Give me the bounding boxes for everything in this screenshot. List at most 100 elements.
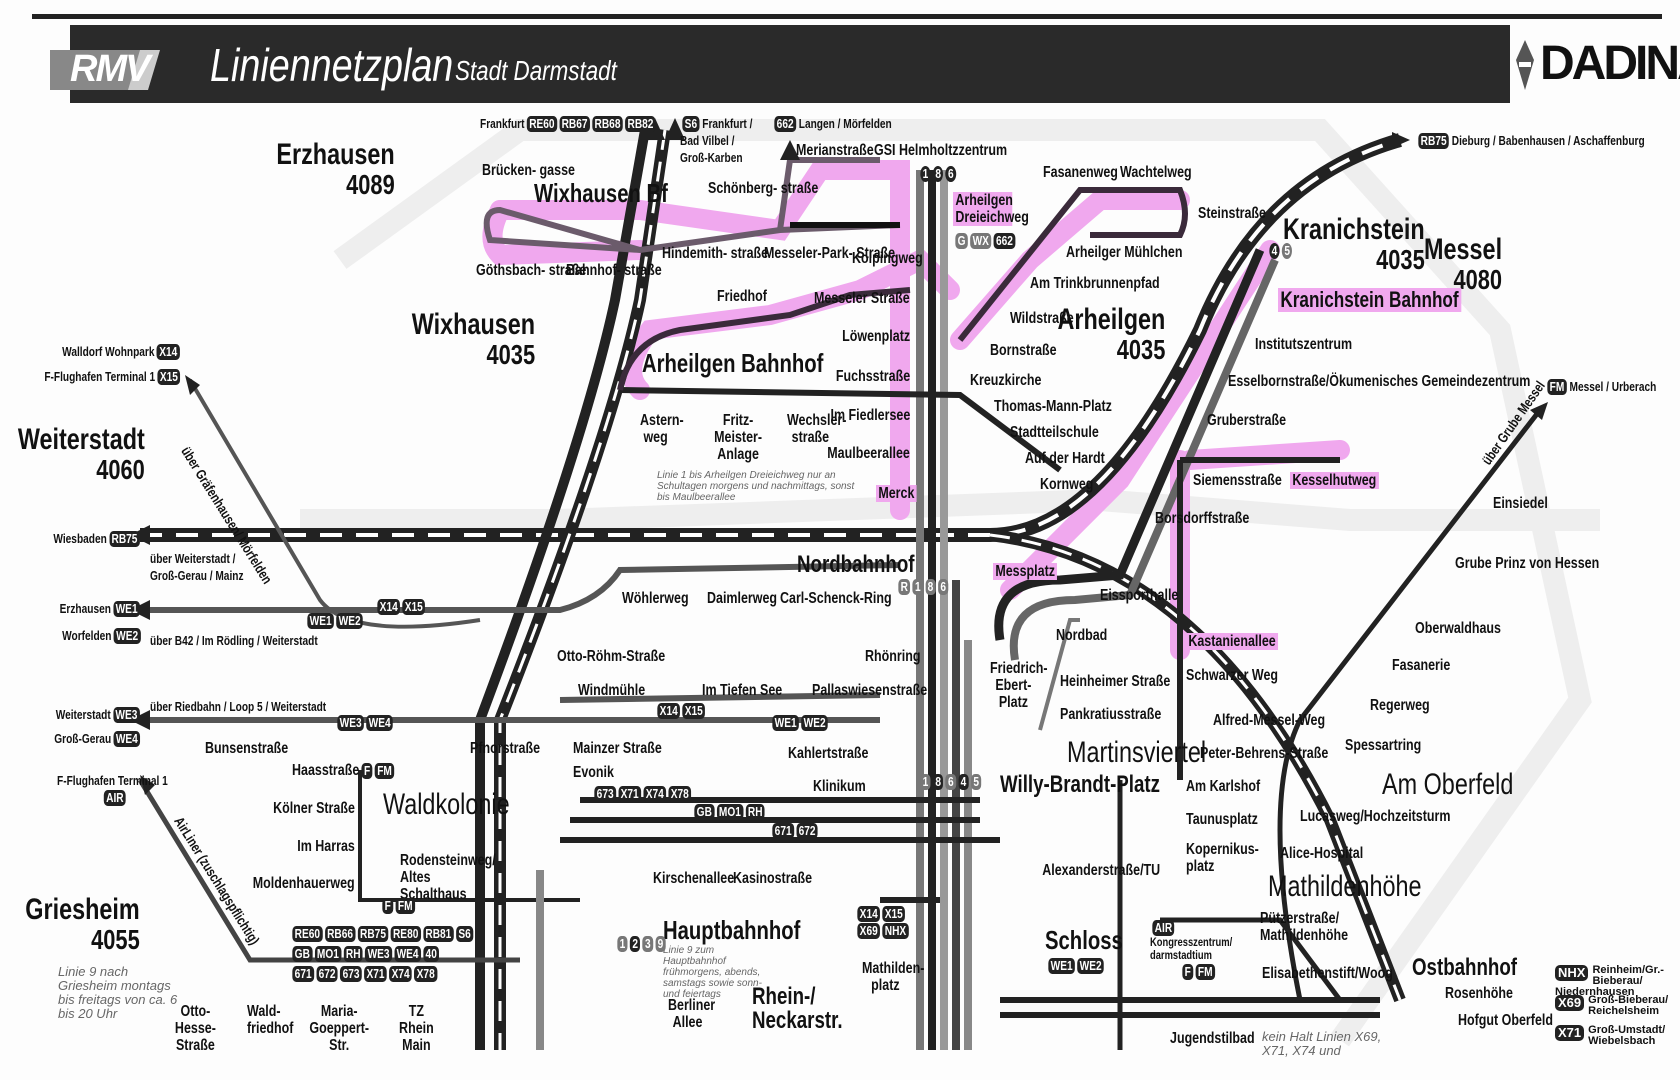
stop-waldfriedhof[interactable]: Wald- friedhof	[247, 1003, 294, 1037]
stop-friedrich-ebert[interactable]: Friedrich- Ebert- Platz	[990, 660, 1048, 711]
stop-trinkbrunnenpfad[interactable]: Am Trinkbrunnenpfad	[1030, 275, 1160, 292]
stop-messeler-strasse[interactable]: Messeler Straße	[814, 290, 910, 307]
stop-willy-brandt[interactable]: Willy-Brandt-Platz	[1000, 771, 1160, 798]
stop-im-harras[interactable]: Im Harras	[297, 838, 355, 855]
stop-gsi[interactable]: GSI Helmholtzzentrum	[874, 142, 1008, 159]
stop-asternweg[interactable]: Astern- weg	[640, 412, 684, 446]
stop-kranichstein-bahnhof[interactable]: Kranichstein Bahnhof	[1278, 288, 1461, 312]
stop-heinheimer[interactable]: Heinheimer Straße	[1060, 673, 1171, 690]
stop-oberwaldhaus[interactable]: Oberwaldhaus	[1415, 620, 1501, 637]
stop-institutszentrum[interactable]: Institutszentrum	[1255, 336, 1353, 353]
stop-daimlerweg[interactable]: Daimlerweg	[707, 590, 778, 607]
stop-borsdorffstrasse[interactable]: Borsdorffstraße	[1155, 510, 1250, 527]
stop-schloss[interactable]: Schloss	[1045, 925, 1123, 955]
stop-kornweg[interactable]: Kornweg	[1040, 476, 1094, 493]
stop-merianstrasse[interactable]: Merianstraße	[796, 142, 874, 159]
stop-loewenplatz[interactable]: Löwenplatz	[842, 328, 910, 345]
stop-woehlerweg[interactable]: Wöhlerweg	[622, 590, 689, 607]
stop-fritz-meister[interactable]: Fritz-Meister- Anlage	[714, 412, 763, 463]
stop-hofgut-oberfeld[interactable]: Hofgut Oberfeld	[1458, 1012, 1553, 1029]
stop-maria-goeppert[interactable]: Maria- Goeppert-Str.	[309, 1003, 370, 1054]
stop-maulbeerallee[interactable]: Maulbeerallee	[827, 445, 910, 462]
stop-einsiedel[interactable]: Einsiedel	[1493, 495, 1548, 512]
stop-siemensstrasse[interactable]: Siemensstraße	[1193, 472, 1282, 489]
stop-pankratius[interactable]: Pankratiusstraße	[1060, 706, 1162, 723]
stop-rodensteinweg[interactable]: Rodensteinweg/ Altes Schalthaus	[400, 852, 496, 903]
stop-nordbad[interactable]: Nordbad	[1056, 627, 1108, 644]
stop-steinstrasse[interactable]: Steinstraße	[1198, 205, 1266, 222]
stop-bahnhofstrasse[interactable]: Bahnhof- straße	[566, 262, 662, 279]
stop-goethsbach[interactable]: Göthsbach- straße	[476, 262, 587, 279]
stop-auf-der-hardt[interactable]: Auf der Hardt	[1025, 450, 1105, 467]
stop-wildstrasse[interactable]: Wildstraße	[1010, 310, 1074, 327]
stop-eissporthalle[interactable]: Eissporthalle	[1100, 587, 1179, 604]
stop-elisabethenstift[interactable]: Elisabethenstift/Woog	[1262, 965, 1393, 982]
stop-wixhausen-bf[interactable]: Wixhausen Bf	[534, 178, 668, 208]
stop-bornstrasse[interactable]: Bornstraße	[990, 342, 1057, 359]
stop-hindemithstrasse[interactable]: Hindemith- straße	[662, 245, 769, 262]
stop-peter-behrens[interactable]: Peter-Behrens-Straße	[1200, 745, 1329, 762]
stop-windmuehle[interactable]: Windmühle	[578, 682, 646, 699]
stop-tz-rhein-main[interactable]: TZ Rhein Main	[399, 1003, 434, 1054]
stop-evonik[interactable]: Evonik	[573, 764, 614, 781]
stop-kesselhutweg[interactable]: Kesselhutweg	[1290, 472, 1379, 489]
stop-alice-hospital[interactable]: Alice-Hospital	[1280, 845, 1364, 862]
stop-merck[interactable]: Merck	[876, 485, 917, 502]
stop-wachtelweg[interactable]: Wachtelweg	[1120, 164, 1192, 181]
stop-otto-roehm[interactable]: Otto-Röhm-Straße	[557, 648, 666, 665]
stop-schoenbergstrasse[interactable]: Schönberg- straße	[708, 180, 819, 197]
stop-alfred-messel[interactable]: Alfred-Messel-Weg	[1213, 712, 1326, 729]
stop-esselbornstrasse[interactable]: Esselbornstraße/Ökumenisches Gemeindezen…	[1228, 373, 1531, 390]
stop-koelner-strasse[interactable]: Kölner Straße	[273, 800, 355, 817]
stop-mathildenplatz[interactable]: Mathilden- platz	[862, 960, 925, 994]
stop-brueckengasse[interactable]: Brücken- gasse	[482, 162, 575, 179]
stop-arheilgen-bahnhof[interactable]: Arheilgen Bahnhof	[642, 348, 824, 378]
stop-messeler-park[interactable]: Messeler-Park- Straße	[764, 245, 896, 262]
stop-puetzerstrasse[interactable]: Pützerstraße/ Mathildenhöhe	[1260, 910, 1349, 944]
stop-lucasweg[interactable]: Lucasweg/Hochzeitsturm	[1300, 808, 1451, 825]
stop-mainzer-strasse[interactable]: Mainzer Straße	[573, 740, 662, 757]
stop-messplatz[interactable]: Messplatz	[993, 563, 1058, 580]
stop-kastanienallee[interactable]: Kastanienallee	[1186, 633, 1279, 650]
stop-dreieichweg[interactable]: Arheilgen Dreieichweg	[953, 192, 1029, 226]
stop-kasinostrasse[interactable]: Kasinostraße	[733, 870, 813, 887]
stop-im-tiefen-see[interactable]: Im Tiefen See	[702, 682, 783, 699]
stop-kahlertstrasse[interactable]: Kahlertstraße	[788, 745, 869, 762]
stop-otto-hesse[interactable]: Otto- Hesse-Straße	[174, 1003, 216, 1054]
stop-berliner-allee[interactable]: Berliner Allee	[668, 997, 716, 1031]
stop-fasanenweg[interactable]: Fasanenweg	[1043, 164, 1118, 181]
stop-klinikum[interactable]: Klinikum	[813, 778, 866, 795]
stop-bunsenstrasse[interactable]: Bunsenstraße	[205, 740, 289, 757]
stop-nordbahnhof[interactable]: Nordbahnhof	[797, 551, 915, 578]
stop-thomas-mann[interactable]: Thomas-Mann-Platz	[994, 398, 1112, 415]
stop-arheilger-muehlchen[interactable]: Arheilger Mühlchen	[1066, 244, 1183, 261]
stop-rosenhoehe[interactable]: Rosenhöhe	[1445, 985, 1513, 1002]
stop-gruberstrasse[interactable]: Gruberstraße	[1207, 412, 1287, 429]
stop-regerweg[interactable]: Regerweg	[1370, 697, 1430, 714]
stop-jugendstilbad[interactable]: Jugendstilbad	[1170, 1030, 1255, 1047]
stop-im-fiedlersee[interactable]: Im Fiedlersee	[830, 407, 910, 424]
stop-hauptbahnhof[interactable]: Hauptbahnhof	[663, 915, 801, 945]
stop-am-karlshof[interactable]: Am Karlshof	[1186, 778, 1261, 795]
stop-rhoenring[interactable]: Rhönring	[865, 648, 921, 665]
stop-alexanderstrasse[interactable]: Alexanderstraße/TU	[1042, 862, 1160, 879]
stop-carl-schenck-ring[interactable]: Carl-Schenck-Ring	[780, 590, 892, 607]
stop-pfnorstrasse[interactable]: Pfnorstraße	[470, 740, 541, 757]
stop-kirschenallee[interactable]: Kirschenallee	[653, 870, 735, 887]
stop-spessartring[interactable]: Spessartring	[1345, 737, 1422, 754]
stop-fasanerie[interactable]: Fasanerie	[1392, 657, 1451, 674]
stop-friedhof[interactable]: Friedhof	[717, 288, 767, 305]
stop-wechslerstrasse[interactable]: Wechsler- straße	[787, 412, 847, 446]
stop-fuchsstrasse[interactable]: Fuchsstraße	[835, 368, 910, 385]
stop-kopernikusplatz[interactable]: Kopernikus- platz	[1186, 841, 1259, 875]
stop-stadtteilschule[interactable]: Stadtteilschule	[1010, 424, 1099, 441]
stop-taunusplatz[interactable]: Taunusplatz	[1186, 811, 1258, 828]
stop-kreuzkirche[interactable]: Kreuzkirche	[970, 372, 1042, 389]
stop-schwarzer-weg[interactable]: Schwarzer Weg	[1186, 667, 1279, 684]
stop-moldenhauerweg[interactable]: Moldenhauerweg	[253, 875, 355, 892]
stop-pallaswiesenstrasse[interactable]: Pallaswiesenstraße	[812, 682, 928, 699]
stop-rhein-neckar[interactable]: Rhein-/ Neckarstr.	[752, 983, 843, 1034]
stop-ostbahnhof[interactable]: Ostbahnhof	[1412, 954, 1518, 981]
